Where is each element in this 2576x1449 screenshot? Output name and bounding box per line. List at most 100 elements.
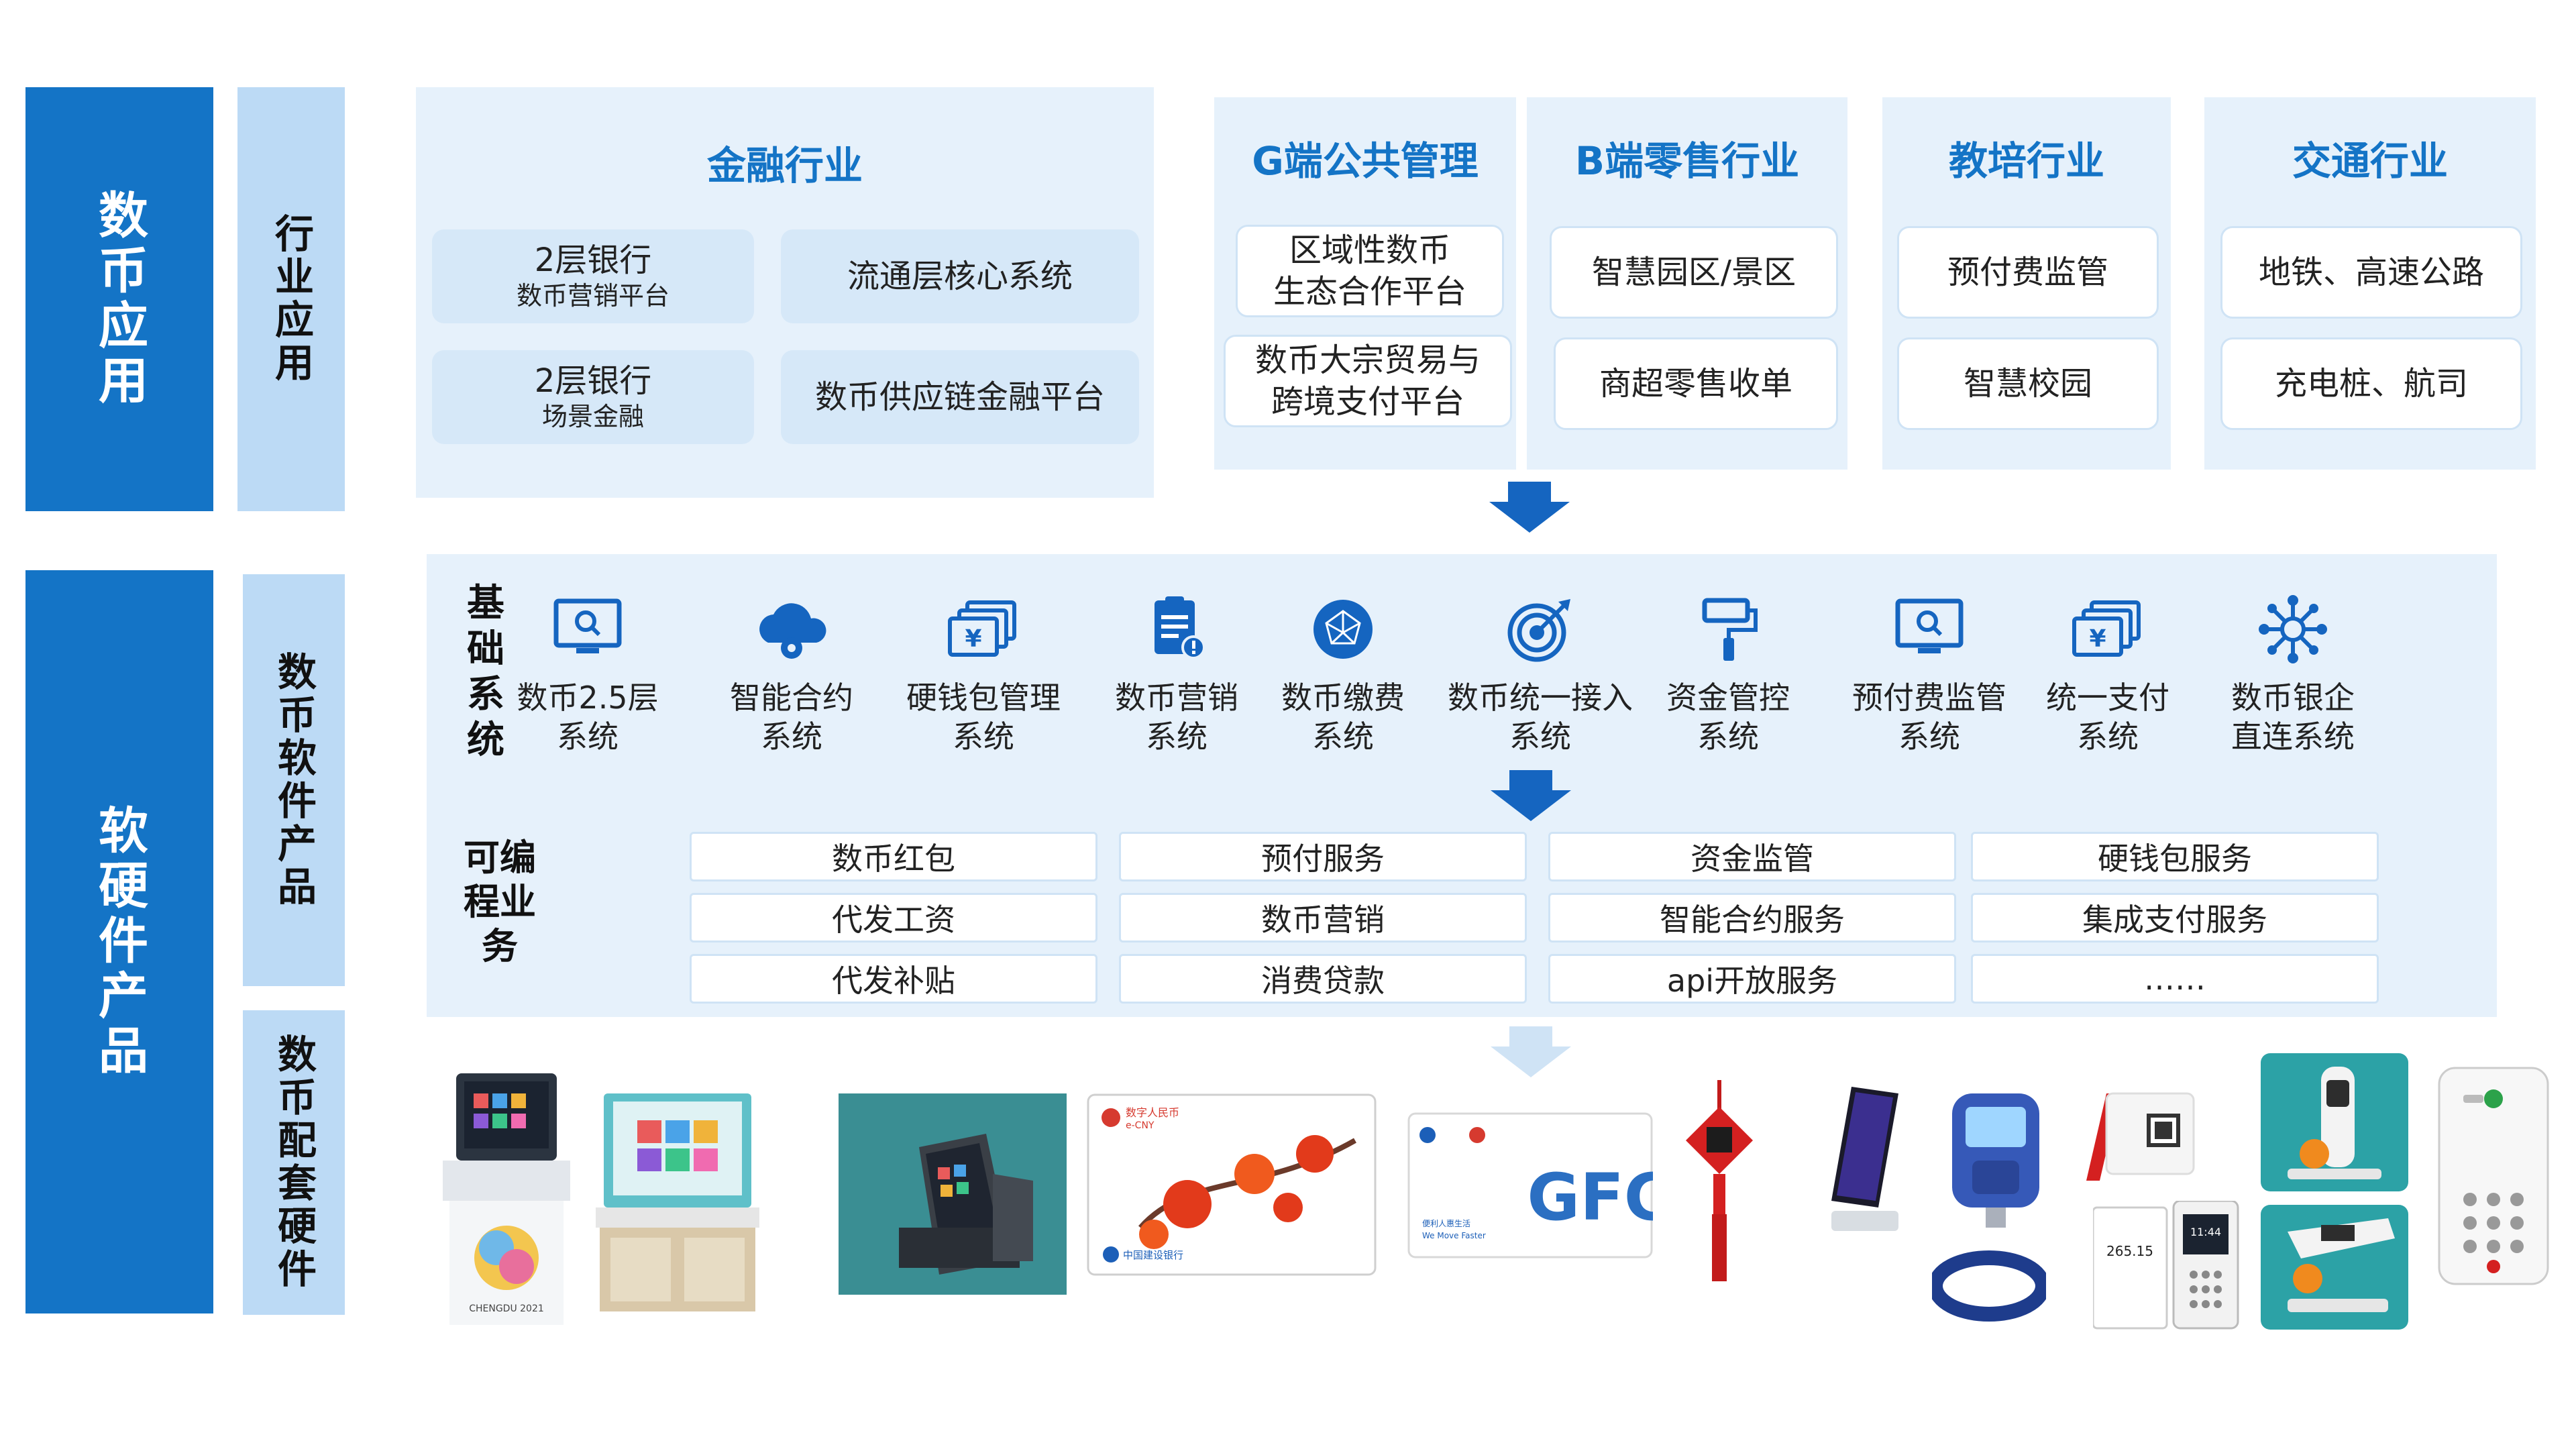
target-icon [1500, 589, 1580, 669]
system-label: 统一支付系统 [2046, 680, 2169, 755]
monitor-search-icon [1889, 589, 1970, 669]
down-arrow-icon [1489, 482, 1570, 533]
system-label: 资金管控系统 [1666, 680, 1790, 755]
paint-roller-icon [1688, 589, 1768, 669]
service-item: 预付服务 [1119, 832, 1527, 881]
finance-box-marketing: 2层银行 数币营销平台 [432, 229, 754, 323]
svg-text:便利人惠生活: 便利人惠生活 [1422, 1219, 1470, 1228]
b-retail-title: B端零售行业 [1574, 138, 1800, 184]
transport-panel: 交通行业 地铁、高速公路 充电桩、航司 [2204, 97, 2536, 470]
g-public-panel: G端公共管理 区域性数币生态合作平台 数币大宗贸易与跨境支付平台 [1214, 97, 1516, 470]
scanner-device-image [2261, 1053, 2408, 1191]
system-item: 预付费监管系统 [1829, 589, 2030, 756]
monitor-search-icon [547, 589, 628, 669]
system-label: 数币统一接入系统 [1448, 680, 1633, 755]
column-software-hardware-products: 软硬件产品 [25, 570, 213, 1313]
b-retail-item-2: 商超零售收单 [1554, 337, 1838, 430]
chinese-knot-image [1682, 1080, 1756, 1281]
svg-text:¥: ¥ [2089, 625, 2106, 653]
keypad-card-device-image [2436, 1065, 2551, 1287]
yuan-cards-icon: ¥ [943, 589, 1024, 669]
column-software-products: 数币软件产品 [243, 574, 345, 986]
finance-box-core: 流通层核心系统 [781, 229, 1139, 323]
yuan-cards-icon: ¥ [2068, 589, 2148, 669]
svg-text:e-CNY: e-CNY [1126, 1120, 1155, 1131]
system-label: 预付费监管系统 [1852, 680, 2006, 755]
programmable-services-label: 可编程业务 [464, 837, 536, 967]
system-label: 数币缴费系统 [1281, 680, 1405, 755]
system-item: 数币营销系统 [1076, 589, 1277, 756]
column-industry-application: 行业应用 [237, 87, 345, 511]
finance-title: 金融行业 [706, 143, 863, 189]
svg-text:GFG: GFG [1527, 1160, 1653, 1235]
service-item: api开放服务 [1548, 954, 1956, 1004]
kiosk-image: CHENGDU 2021 [436, 1067, 577, 1328]
service-item: 代发工资 [690, 893, 1097, 943]
education-panel: 教培行业 预付费监管 智慧校园 [1882, 97, 2171, 470]
counter-terminal-image [590, 1087, 765, 1315]
network-circle-icon [1303, 589, 1383, 669]
base-systems-label: 基础系统 [467, 582, 504, 762]
system-item: 智能合约系统 [691, 589, 892, 756]
service-item: …… [1971, 954, 2379, 1004]
wristband-image [1928, 1249, 2050, 1323]
g-public-item-1: 区域性数币生态合作平台 [1236, 225, 1504, 317]
down-arrow-icon [1491, 770, 1571, 821]
gfg-card-image: 便利人惠生活 We Move Faster GFG [1407, 1112, 1677, 1258]
education-item-2: 智慧校园 [1897, 337, 2159, 430]
service-item: 集成支付服务 [1971, 893, 2379, 943]
phone-stand-image [1825, 1080, 1905, 1241]
system-item: ¥ 统一支付系统 [2007, 589, 2208, 756]
cloud-gear-icon [751, 589, 832, 669]
b-retail-panel: B端零售行业 智慧园区/景区 商超零售收单 [1527, 97, 1847, 470]
svg-text:数字人民币: 数字人民币 [1126, 1106, 1179, 1119]
service-item: 数币红包 [690, 832, 1097, 881]
scanner-device-2-image [2261, 1205, 2408, 1330]
network-hub-icon [2253, 589, 2333, 669]
finance-box-scene: 2层银行 场景金融 [432, 350, 754, 444]
column-hardware-products: 数币配套硬件 [243, 1010, 345, 1315]
tablet-pos-image [839, 1093, 1067, 1295]
service-item: 资金监管 [1548, 832, 1956, 881]
system-item: 资金管控系统 [1627, 589, 1829, 756]
b-retail-item-1: 智慧园区/景区 [1550, 226, 1838, 319]
service-item: 消费贷款 [1119, 954, 1527, 1004]
system-label: 数币银企直连系统 [2231, 680, 2355, 755]
qr-stand-image [2080, 1080, 2200, 1187]
system-item: 数币缴费系统 [1242, 589, 1444, 756]
ecny-card-image: 数字人民币 e-CNY 中国建设银行 [1087, 1093, 1377, 1276]
svg-text:265.15: 265.15 [2106, 1243, 2153, 1259]
transport-item-2: 充电桩、航司 [2220, 337, 2522, 430]
bus-card-reader-image [1945, 1087, 2046, 1228]
down-arrow-light-icon [1491, 1026, 1571, 1077]
column-digital-currency-application: 数币应用 [25, 87, 213, 511]
system-label: 硬钱包管理系统 [906, 680, 1061, 755]
system-item: ¥ 硬钱包管理系统 [883, 589, 1084, 756]
svg-text:¥: ¥ [965, 625, 981, 653]
transport-title: 交通行业 [2292, 138, 2448, 184]
service-item: 智能合约服务 [1548, 893, 1956, 943]
education-title: 教培行业 [1948, 138, 2104, 184]
svg-text:11:44: 11:44 [2190, 1226, 2221, 1238]
g-public-title: G端公共管理 [1252, 138, 1479, 184]
service-item: 代发补贴 [690, 954, 1097, 1004]
clipboard-alert-icon [1136, 589, 1217, 669]
handheld-pos-image: 265.15 11:44 [2092, 1199, 2241, 1335]
system-item: 数币统一接入系统 [1440, 589, 1641, 756]
svg-text:We Move Faster: We Move Faster [1422, 1231, 1486, 1240]
svg-text:中国建设银行: 中国建设银行 [1123, 1249, 1183, 1261]
education-item-1: 预付费监管 [1897, 226, 2159, 319]
svg-text:CHENGDU 2021: CHENGDU 2021 [469, 1303, 544, 1314]
finance-box-supply-chain: 数币供应链金融平台 [781, 350, 1139, 444]
transport-item-1: 地铁、高速公路 [2220, 226, 2522, 319]
system-label: 智能合约系统 [730, 680, 853, 755]
system-item: 数币银企直连系统 [2192, 589, 2394, 756]
finance-panel: 金融行业 2层银行 数币营销平台 流通层核心系统 2层银行 场景金融 数币供应链… [416, 87, 1154, 498]
system-label: 数币2.5层系统 [517, 680, 659, 755]
g-public-item-2: 数币大宗贸易与跨境支付平台 [1224, 335, 1512, 427]
system-label: 数币营销系统 [1115, 680, 1238, 755]
service-item: 数币营销 [1119, 893, 1527, 943]
service-item: 硬钱包服务 [1971, 832, 2379, 881]
system-item: 数币2.5层系统 [487, 589, 688, 756]
software-panel: 基础系统 数币2.5层系统 智能合约系统 ¥ 硬钱包管理系统 数币营销系统 数币缴… [427, 554, 2497, 1017]
